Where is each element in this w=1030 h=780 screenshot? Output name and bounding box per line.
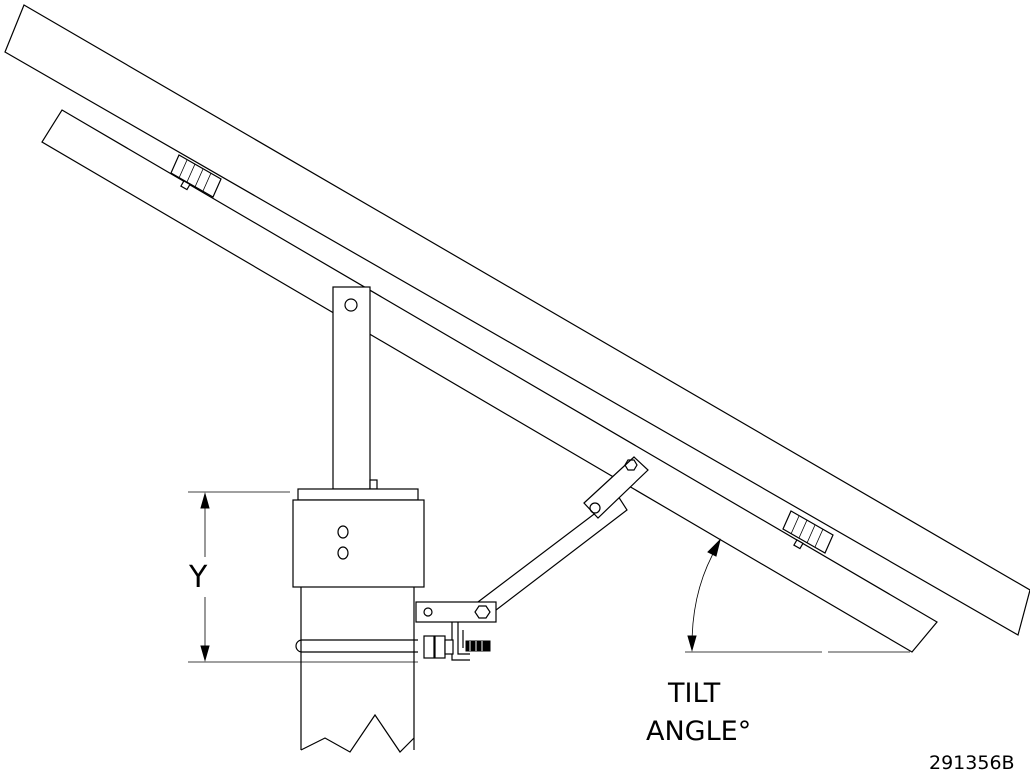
rail-clamp-lower: [782, 510, 834, 554]
pole-clamp-sleeve: [292, 488, 425, 588]
rail-clamp-upper: [170, 154, 222, 198]
part-number-label: 291356B: [929, 752, 1015, 774]
mounting-pole: [300, 587, 415, 753]
y-dimension-label: Y: [189, 560, 208, 595]
tilt-angle-indicator: [685, 538, 910, 653]
mounting-rail: [41, 109, 938, 653]
diagonal-brace: [473, 456, 649, 621]
tilt-angle-label-line1: TILT: [668, 678, 721, 709]
y-dimension: [188, 491, 418, 663]
adjustment-bolt: [423, 635, 491, 659]
brace-bracket: [415, 601, 497, 661]
u-bolt: [295, 639, 418, 653]
vertical-strut: [332, 286, 378, 490]
solar-panel: [4, 4, 1030, 636]
tilt-angle-label-line2: ANGLE°: [646, 716, 752, 747]
